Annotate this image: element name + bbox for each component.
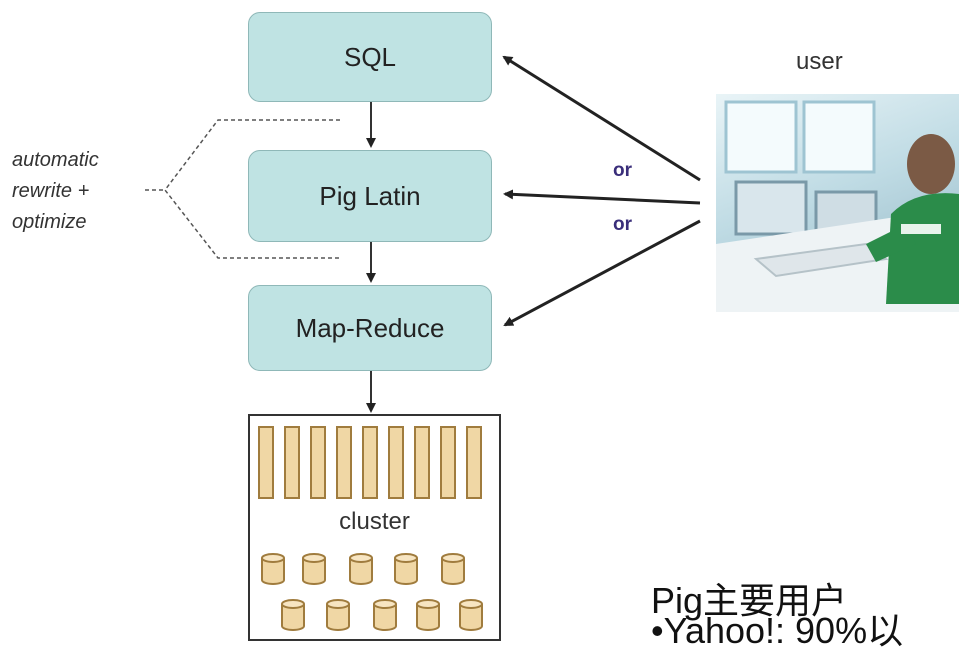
rewrite-bracket xyxy=(164,119,340,259)
disk-icon xyxy=(302,553,326,585)
disk-icon xyxy=(261,553,285,585)
server-rack xyxy=(414,426,430,499)
disk-icon xyxy=(281,599,305,631)
sql-box: SQL xyxy=(248,12,492,102)
user-photo xyxy=(716,94,959,312)
caption-bullet: •Yahoo!: 90%以 xyxy=(651,610,904,651)
server-rack xyxy=(258,426,274,499)
cluster-box: cluster xyxy=(248,414,501,641)
pig-latin-box: Pig Latin xyxy=(248,150,492,242)
server-rack xyxy=(440,426,456,499)
server-rack xyxy=(284,426,300,499)
caption-title: Pig主要用户 xyxy=(651,580,848,621)
map-reduce-box: Map-Reduce xyxy=(248,285,492,371)
disk-icon xyxy=(349,553,373,585)
arrow-user-to-mapreduce xyxy=(503,219,701,327)
server-rack xyxy=(466,426,482,499)
server-rack xyxy=(388,426,404,499)
arrow-user-to-pig xyxy=(503,189,701,205)
user-label: user xyxy=(796,48,843,75)
server-rack xyxy=(310,426,326,499)
or-label-2: or xyxy=(613,214,632,235)
disk-icon xyxy=(326,599,350,631)
pig-latin-label: Pig Latin xyxy=(319,180,421,211)
arrow-user-to-sql xyxy=(502,55,701,182)
server-rack xyxy=(336,426,352,499)
disk-icon xyxy=(394,553,418,585)
disk-icon xyxy=(459,599,483,631)
user-at-computer-illustration xyxy=(716,100,959,312)
map-reduce-label: Map-Reduce xyxy=(295,312,445,343)
server-rack xyxy=(362,426,378,499)
sql-label: SQL xyxy=(343,41,397,72)
or-label-1: or xyxy=(613,160,632,181)
disk-icon xyxy=(441,553,465,585)
disk-icon xyxy=(373,599,397,631)
cluster-label: cluster xyxy=(339,508,410,535)
disk-icon xyxy=(416,599,440,631)
rewrite-note: automatic rewrite + optimize xyxy=(12,149,99,233)
